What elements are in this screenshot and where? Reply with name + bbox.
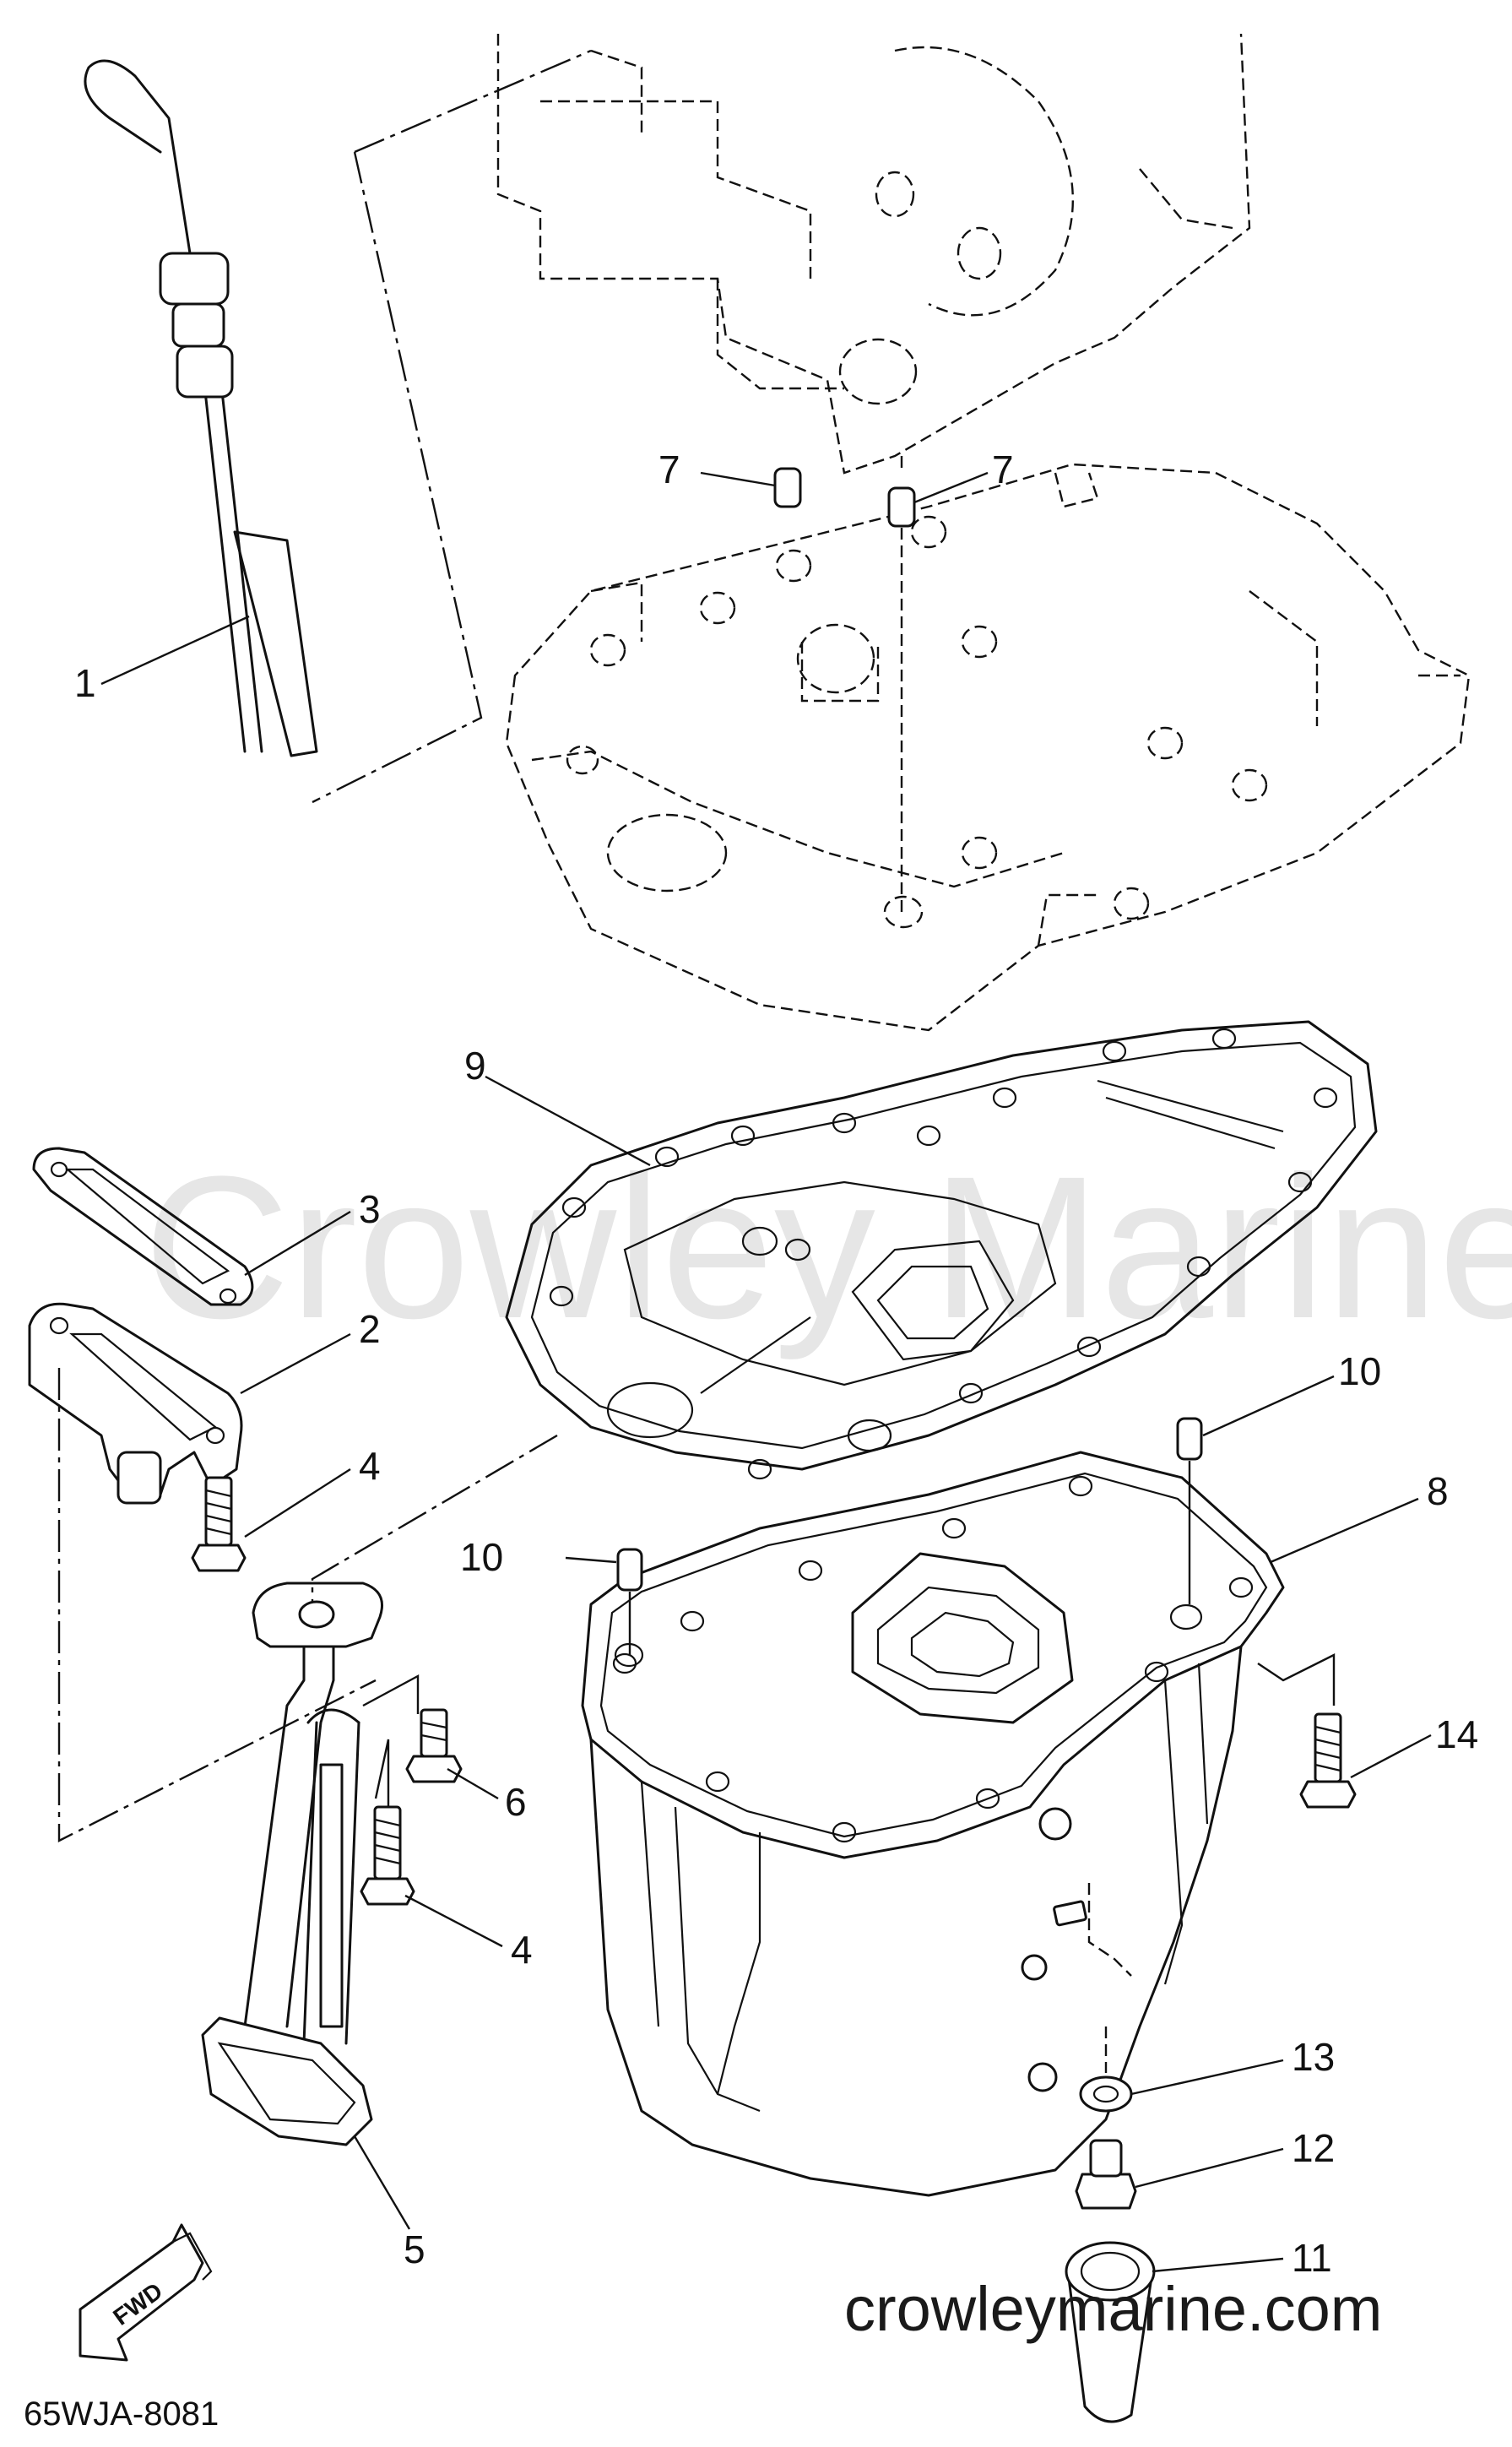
callout-3: 3: [359, 1187, 381, 1231]
callout-2: 2: [359, 1307, 381, 1351]
callout-14: 14: [1435, 1712, 1478, 1756]
pan-bolt-guide: [1257, 1653, 1336, 1706]
part-bolt-small: [405, 1708, 463, 1783]
part-drain-washer: [1079, 2075, 1133, 2113]
part-drain-hose: [1065, 2241, 1156, 2423]
callout-13: 13: [1292, 2035, 1335, 2079]
part-dipstick: [84, 59, 318, 757]
callout-5: 5: [404, 2227, 425, 2271]
reference-line-left: [57, 1368, 558, 1842]
callout-12: 12: [1292, 2126, 1335, 2170]
callout-10-right: 10: [1338, 1349, 1381, 1393]
watermark-text: Crowley Marine: [144, 1134, 1512, 1360]
part-small-gasket: [32, 1147, 254, 1306]
callout-7-left: 7: [658, 448, 680, 491]
callout-8: 8: [1427, 1469, 1449, 1513]
callout-7-right: 7: [992, 448, 1014, 491]
exhaust-guide-plate: [505, 463, 1471, 1032]
part-oil-strainer: [201, 1582, 383, 2146]
callout-4-lower: 4: [511, 1928, 533, 1972]
part-dowel-pin-upper-right: [887, 486, 916, 528]
part-dowel-pin-upper-left: [773, 467, 802, 508]
watermark-url: crowleymarine.com: [844, 2274, 1382, 2344]
callout-6: 6: [505, 1780, 527, 1824]
reference-line-dipstick: [312, 49, 592, 804]
diagram-code: 65WJA-8081: [24, 2395, 219, 2433]
part-dowel-pin-lower-right: [1176, 1417, 1203, 1461]
bolt-guide-lines: [362, 1674, 420, 1807]
part-oil-pan: [581, 1451, 1285, 2197]
part-drain-plug: [1075, 2139, 1137, 2210]
part-bolt-upper: [191, 1476, 247, 1572]
part-bolt-pan: [1299, 1712, 1357, 1809]
callout-10-left: 10: [460, 1535, 503, 1579]
part-bolt-lower: [360, 1805, 415, 1906]
callout-11: 11: [1292, 2236, 1332, 2280]
callout-4-upper: 4: [359, 1444, 381, 1488]
fwd-arrow-icon: FWD: [79, 2223, 213, 2362]
part-oil-strainer-bracket: [28, 1302, 243, 1505]
part-gasket: [505, 1020, 1378, 1480]
engine-block-outline: [496, 33, 1251, 475]
callout-1: 1: [74, 661, 96, 705]
lower-pin-guide-lines: [628, 1461, 1191, 1655]
callout-9: 9: [464, 1044, 486, 1088]
part-dowel-pin-lower-left: [616, 1548, 643, 1592]
leader-lines: [100, 471, 1432, 2273]
